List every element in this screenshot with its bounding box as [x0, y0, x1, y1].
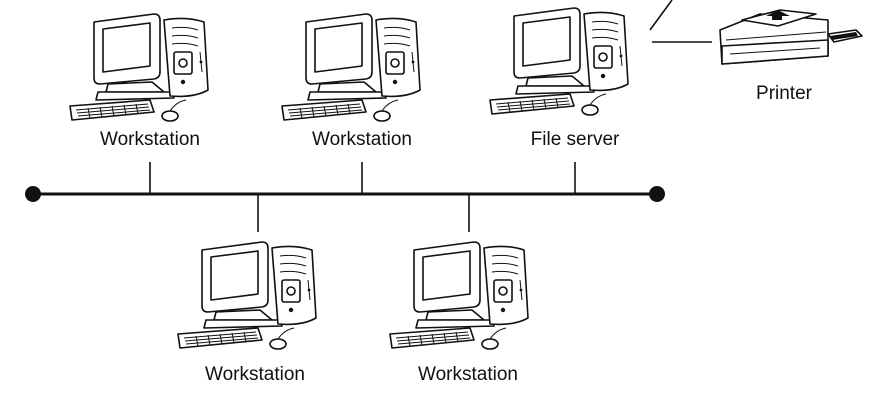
workstation-3-label: Workstation — [205, 364, 305, 385]
workstation-4-label: Workstation — [418, 364, 518, 385]
computer-icon — [281, 13, 421, 122]
printer-label: Printer — [756, 83, 813, 104]
bus-terminator-right — [649, 186, 665, 202]
server-offscreen-link — [649, 0, 673, 31]
printer-icon — [719, 9, 863, 65]
computer-icon — [389, 241, 529, 350]
computer-icon — [489, 7, 629, 116]
computer-icon — [177, 241, 317, 350]
workstation-2-label: Workstation — [312, 129, 412, 150]
printer[interactable]: Printer — [719, 9, 863, 104]
workstation-4[interactable]: Workstation — [389, 241, 529, 385]
workstation-3[interactable]: Workstation — [177, 241, 317, 385]
workstation-1[interactable]: Workstation — [69, 13, 209, 150]
file-server-label: File server — [531, 129, 620, 150]
bus-terminator-left — [25, 186, 41, 202]
computer-icon — [69, 13, 209, 122]
workstation-1-label: Workstation — [100, 129, 200, 150]
file-server[interactable]: File server — [489, 7, 629, 150]
workstation-2[interactable]: Workstation — [281, 13, 421, 150]
